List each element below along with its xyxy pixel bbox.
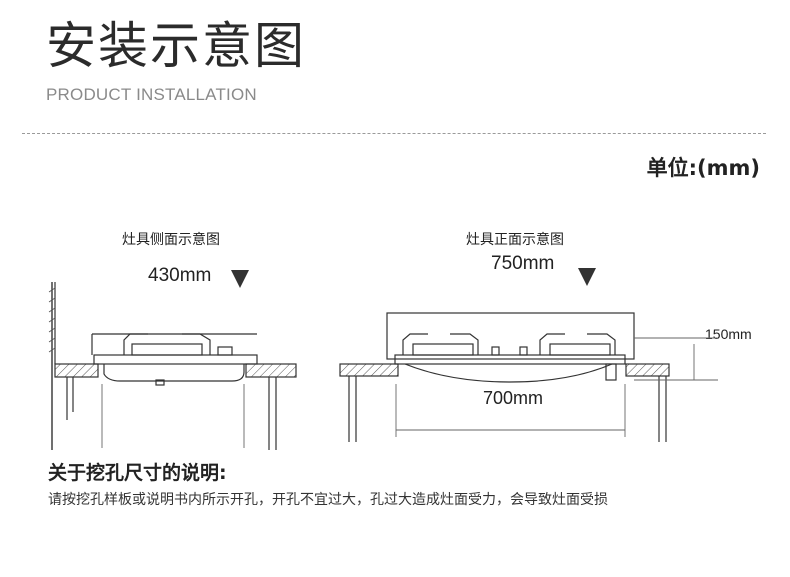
side-view-drawing xyxy=(48,282,297,450)
page-subtitle: PRODUCT INSTALLATION xyxy=(46,85,257,104)
notes-title: 关于挖孔尺寸的说明: xyxy=(48,462,227,484)
unit-label: 单位:(mm) xyxy=(646,156,760,180)
page-title: 安装示意图 xyxy=(46,17,306,75)
side-width-label: 430mm xyxy=(148,265,212,286)
front-view-caption: 灶具正面示意图 xyxy=(466,232,564,248)
front-view-drawing xyxy=(339,312,718,442)
notes-body: 请按挖孔样板或说明书内所示开孔，开孔不宜过大，孔过大造成灶面受力，会导致灶面受损 xyxy=(48,492,608,508)
side-view-caption: 灶具侧面示意图 xyxy=(122,232,220,248)
front-width-label: 750mm xyxy=(491,253,555,274)
down-arrow-icon xyxy=(231,270,249,288)
cutout-width-label: 700mm xyxy=(483,388,544,408)
dashed-divider xyxy=(22,133,766,134)
down-arrow-icon xyxy=(578,268,596,286)
